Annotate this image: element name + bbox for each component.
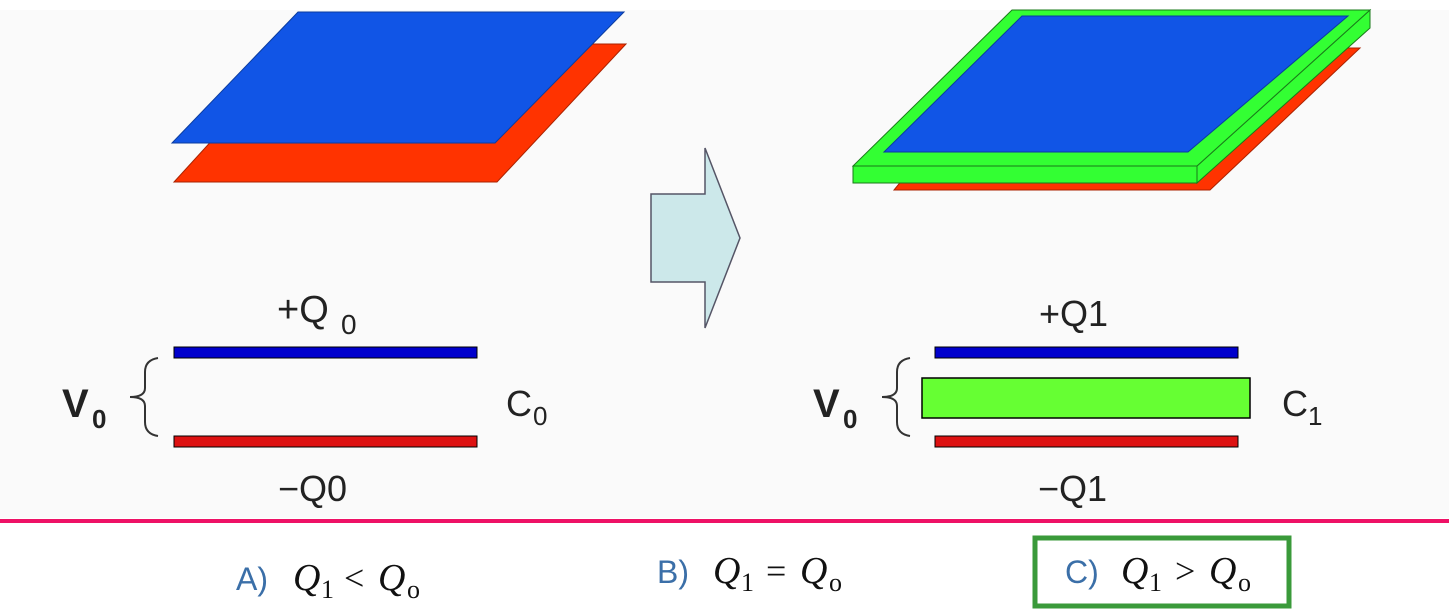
option-c-letter: C) — [1065, 554, 1099, 590]
schematic-before: +Q 0 V 0 C 0 −Q0 — [62, 289, 547, 509]
option-b-relation: = — [766, 551, 786, 591]
bottom-charge-label: −Q0 — [278, 468, 347, 509]
option-a-relation: < — [344, 558, 364, 598]
top-plate-line-after — [934, 346, 1239, 359]
option-a-letter: A) — [236, 561, 268, 597]
capacitance-label: C — [506, 383, 532, 424]
option-a-rhs: Q — [378, 557, 405, 599]
capacitance-label-after: C — [1282, 383, 1308, 424]
option-b[interactable]: B) Q 1 = Q o — [657, 550, 842, 597]
voltage-subscript-after: 0 — [843, 404, 857, 434]
voltage-label: V — [62, 382, 89, 426]
option-b-letter: B) — [657, 554, 689, 590]
option-b-lhs: Q — [713, 550, 740, 592]
dielectric-slab-front — [852, 165, 1198, 184]
voltage-brace-after — [881, 357, 911, 437]
top-plate-3d — [170, 11, 626, 144]
option-c[interactable]: C) Q 1 > Q o — [1032, 535, 1292, 609]
option-a-rhs-sub: o — [407, 575, 420, 604]
option-c-relation: > — [1175, 551, 1195, 591]
top-plate-line — [173, 346, 478, 359]
voltage-subscript: 0 — [92, 404, 106, 434]
schematic-after: +Q1 V 0 C 1 −Q1 — [813, 293, 1322, 509]
top-charge-subscript: 0 — [341, 309, 357, 340]
option-c-rhs: Q — [1209, 550, 1236, 592]
plates-3d-before — [170, 11, 628, 183]
capacitance-subscript-after: 1 — [1308, 401, 1322, 431]
plates-3d-after — [851, 8, 1372, 191]
bottom-plate-line — [173, 435, 478, 448]
option-a-lhs: Q — [293, 557, 320, 599]
option-b-rhs-sub: o — [829, 568, 842, 597]
dielectric-slab-schematic — [921, 377, 1251, 419]
top-plate-3d-after — [882, 15, 1350, 153]
option-a[interactable]: A) Q 1 < Q o — [236, 557, 420, 604]
option-b-rhs: Q — [800, 550, 827, 592]
option-c-rhs-sub: o — [1238, 568, 1251, 597]
top-charge-label: +Q — [277, 289, 329, 331]
selected-answer-box — [1032, 535, 1292, 609]
option-c-lhs: Q — [1121, 550, 1148, 592]
bottom-charge-label-after: −Q1 — [1038, 468, 1107, 509]
bottom-plate-line-after — [934, 435, 1239, 448]
transition-arrow — [650, 147, 741, 329]
option-a-lhs-sub: 1 — [321, 575, 334, 604]
option-c-lhs-sub: 1 — [1149, 568, 1162, 597]
capacitance-subscript: 0 — [533, 401, 547, 431]
voltage-label-after: V — [813, 382, 840, 426]
option-b-lhs-sub: 1 — [741, 568, 754, 597]
top-charge-label-after: +Q1 — [1039, 293, 1108, 334]
voltage-brace — [129, 357, 159, 437]
